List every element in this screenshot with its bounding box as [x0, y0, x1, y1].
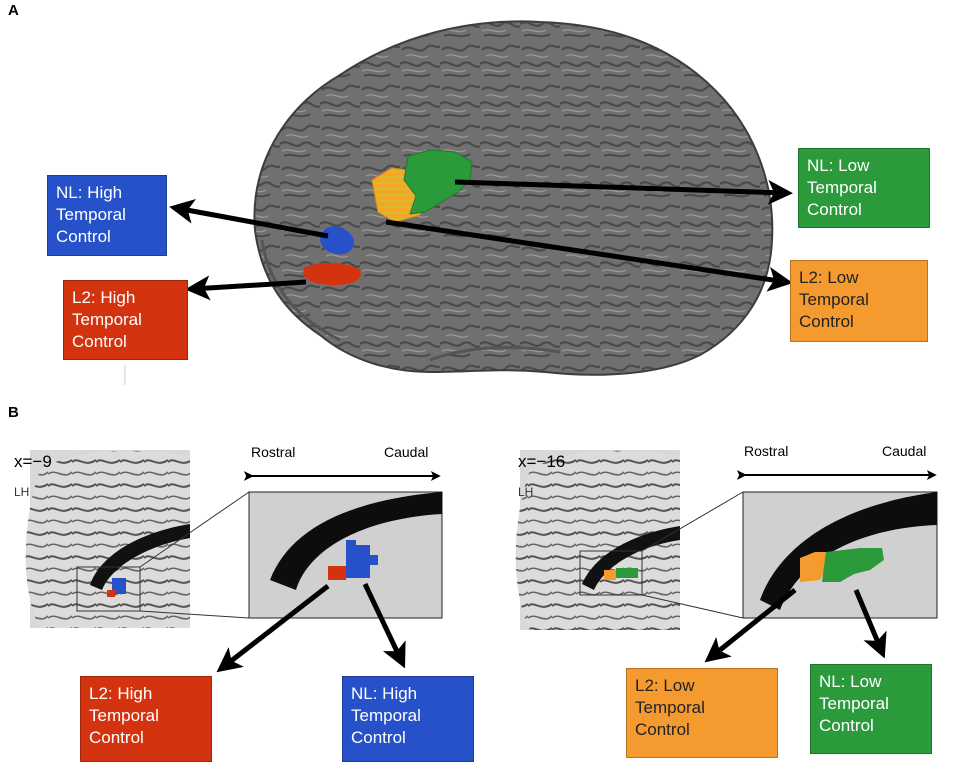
- box-l2-low-b: L2: Low Temporal Control: [626, 668, 778, 758]
- slice-coordinate-right: x=−16: [518, 452, 566, 471]
- nl-high-blob: [320, 226, 355, 255]
- zoom-inset-right: [742, 491, 938, 619]
- arrow-to-l2-low: [385, 219, 793, 292]
- rostral-label-left: Rostral: [251, 444, 296, 460]
- box-nl-low-b: NL: Low Temporal Control: [810, 664, 932, 754]
- caudal-label-right: Caudal: [882, 443, 927, 459]
- panel-a-label: A: [8, 2, 19, 19]
- panel-b-label: B: [8, 404, 19, 421]
- arrow-to-box-nl-low: [853, 589, 887, 659]
- l2-low-box: L2: Low Temporal Control: [790, 260, 928, 342]
- box-nl-high-b: NL: High Temporal Control: [342, 676, 474, 762]
- hemisphere-label-right: LH: [518, 485, 534, 499]
- box-l2-high-b: L2: High Temporal Control: [80, 676, 212, 762]
- arrow-to-box-nl-high: [362, 582, 406, 669]
- sagittal-slice-left: [25, 450, 191, 628]
- slice-coordinate-left: x=−9: [14, 452, 52, 471]
- caudal-label-left: Caudal: [384, 444, 429, 460]
- arrow-to-l2-high: [185, 275, 307, 301]
- arrow-to-box-l2-high: [216, 584, 330, 673]
- l2-high-box: L2: High Temporal Control: [63, 280, 188, 360]
- arrow-to-nl-low: [454, 179, 793, 205]
- l2-high-blob: [303, 262, 361, 286]
- nl-low-blob: [403, 149, 473, 215]
- rostral-label-right: Rostral: [744, 443, 789, 459]
- nl-low-box: NL: Low Temporal Control: [798, 148, 930, 228]
- brain-lateral-view: [253, 20, 774, 376]
- hemisphere-label-left: LH: [14, 485, 30, 499]
- arrow-to-box-l2-low: [704, 588, 797, 663]
- arrow-to-nl-high: [169, 198, 329, 239]
- sagittal-slice-right: [515, 450, 680, 630]
- nl-high-box: NL: High Temporal Control: [47, 175, 167, 256]
- zoom-inset-left: [248, 491, 443, 619]
